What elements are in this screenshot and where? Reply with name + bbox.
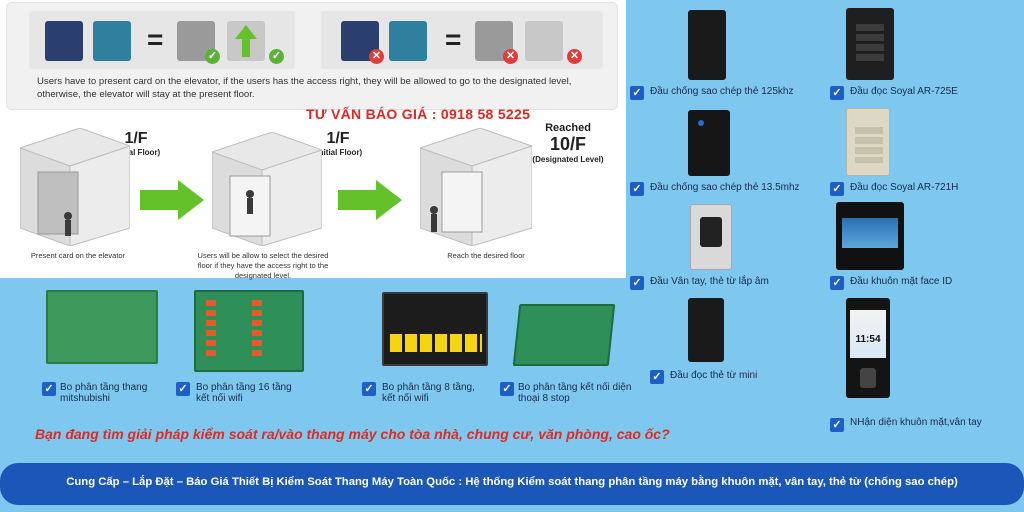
elevator-icon [525, 21, 563, 61]
checkbox-icon: ✓ [830, 418, 844, 432]
access-denied-row: ✕ = ✕ ✕ [321, 11, 603, 69]
elevator-illustration-1 [20, 128, 130, 246]
step1-caption: Present card on the elevator [30, 251, 126, 260]
board-label-4: Bo phân tầng kết nối diện thoại 8 stop [518, 382, 632, 404]
checkbox-icon: ✓ [630, 276, 644, 290]
soyal-725e-image [846, 8, 894, 80]
face-id-reader-image [836, 202, 904, 270]
face-fingerprint-reader-image: 11:54 [846, 298, 890, 398]
checkbox-icon: ✓ [830, 182, 844, 196]
reader-125khz-image [688, 10, 726, 80]
check-icon: ✓ [269, 49, 284, 64]
checkbox-icon: ✓ [500, 382, 514, 396]
device-screen-clock: 11:54 [855, 334, 881, 345]
access-granted-row: = ✓ ✓ [29, 11, 295, 69]
equals-icon: = [445, 24, 462, 55]
device-label-3: Đầu Vân tay, thẻ từ lắp âm [650, 276, 769, 287]
board-label-2: Bo phân tầng 16 tầng kết nối wifi [196, 382, 292, 404]
mini-card-reader-image [688, 298, 724, 362]
device-label-2: Đầu chống sao chép thẻ 13.5mhz [650, 182, 800, 193]
footer-banner-text: Cung Cấp – Lắp Đặt – Báo Giá Thiết Bị Ki… [66, 476, 958, 488]
elevator-access-diagram: = ✓ ✓ ✕ = ✕ ✕ Users have to present card… [0, 0, 626, 280]
hand-card-icon [93, 21, 131, 61]
board-image-mitsubishi [46, 290, 158, 364]
step1-floor-label: 1/F (Initial Floor) [111, 130, 161, 157]
cross-icon: ✕ [369, 49, 384, 64]
access-rule-text: Users have to present card on the elevat… [37, 76, 572, 100]
checkbox-icon: ✓ [630, 182, 644, 196]
board-image-16-floor [194, 290, 304, 372]
footer-banner [0, 463, 1024, 505]
checkbox-icon: ✓ [650, 370, 664, 384]
checkbox-icon: ✓ [830, 86, 844, 100]
card-reader-icon [45, 21, 83, 61]
hand-card-icon [389, 21, 427, 61]
checkbox-icon: ✓ [362, 382, 376, 396]
reader-13mhz-image [688, 110, 730, 176]
elevator-up-icon [227, 21, 265, 61]
board-image-8-stop [512, 304, 616, 366]
board-label-3: Bo phân tầng 8 tầng, kết nối wifi [382, 382, 475, 404]
step2-caption: Users will be allow to select the desire… [197, 251, 329, 280]
device-label-5: Đầu đọc Soyal AR-725E [850, 86, 958, 97]
arrow-right-icon [140, 180, 204, 220]
hotline-text: TƯ VẤN BÁO GIÁ : 0918 58 5225 [306, 106, 531, 122]
device-label-7: Đầu khuôn mặt face ID [850, 276, 953, 287]
check-icon: ✓ [205, 49, 220, 64]
device-label-4: Đầu đọc thẻ từ mini [670, 370, 758, 381]
board-image-8-floor [382, 292, 488, 366]
board-label-1: Bo phân tầng thang mitshubishi [60, 382, 148, 404]
checkbox-icon: ✓ [176, 382, 190, 396]
access-rule-box: = ✓ ✓ ✕ = ✕ ✕ Users have to present card… [6, 2, 618, 110]
elevator-illustration-3 [420, 128, 532, 246]
device-label-8: NHận diện khuôn mặt,vân tay [850, 417, 982, 428]
checkbox-icon: ✓ [42, 382, 56, 396]
checkbox-icon: ✓ [630, 86, 644, 100]
device-label-6: Đầu đọc Soyal AR-721H [850, 182, 959, 193]
elevator-illustration-2 [212, 132, 322, 246]
step2-floor-label: 1/F (Initial Floor) [313, 130, 363, 157]
fingerprint-reader-image [690, 204, 732, 270]
cross-icon: ✕ [503, 49, 518, 64]
step3-caption: Reach the desired floor [447, 251, 525, 260]
equals-icon: = [147, 24, 164, 55]
checkbox-icon: ✓ [830, 276, 844, 290]
cross-icon: ✕ [567, 49, 582, 64]
arrow-right-icon [338, 180, 402, 220]
soyal-721h-image [846, 108, 890, 176]
device-label-1: Đầu chống sao chép thẻ 125khz [650, 86, 794, 97]
headline-question: Bạn đang tìm giải pháp kiểm soát ra/vào … [35, 426, 670, 442]
step3-floor-label: Reached 10/F (Designated Level) [532, 122, 604, 164]
